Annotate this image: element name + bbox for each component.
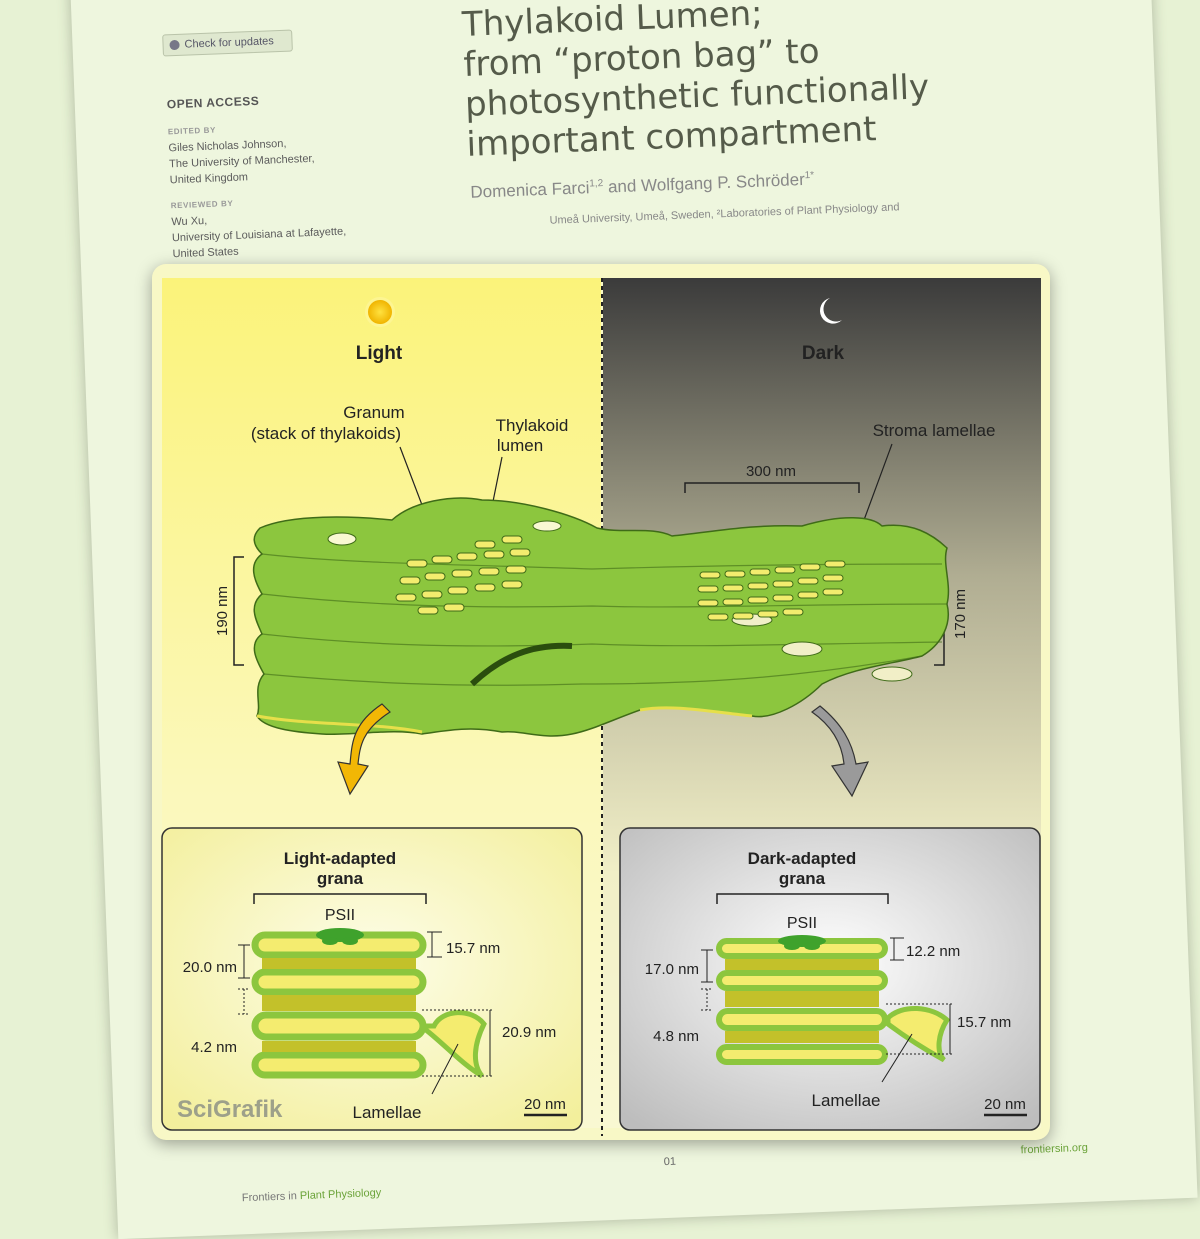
- stroma-label: Stroma lamellae: [873, 421, 996, 440]
- dark-lamellae-label: Lamellae: [812, 1091, 881, 1110]
- scigrafik-logo: SciGrafik: [177, 1096, 283, 1123]
- author-sup: 1*: [804, 169, 815, 182]
- dark-gap-label: 4.8 nm: [653, 1028, 699, 1045]
- dark-arrow: [810, 705, 870, 798]
- article-meta: OPEN ACCESS EDITED BY Giles Nicholas Joh…: [167, 90, 348, 263]
- dark-thylakoid-label: 12.2 nm: [906, 943, 960, 960]
- lumen-label: Thylakoid: [496, 416, 569, 435]
- light-panel-title: Light-adapted: [284, 849, 396, 868]
- page-number: 01: [663, 1155, 677, 1169]
- author-name: and Wolfgang P. Schröder: [602, 169, 806, 197]
- journal-name: Frontiers in Plant Physiology: [242, 1187, 382, 1204]
- dark-repeat-label: 17.0 nm: [645, 961, 699, 978]
- dark-width-label: 300 nm: [746, 463, 796, 480]
- figure-card: Light Dark Granum (stack of thylakoids) …: [152, 264, 1050, 1140]
- dark-scale-label: 20 nm: [984, 1096, 1026, 1113]
- psii-complex-light: [316, 928, 364, 945]
- granum-sublabel: (stack of thylakoids): [251, 424, 401, 443]
- light-thylakoid-label: 15.7 nm: [446, 940, 500, 957]
- update-icon: [169, 39, 180, 51]
- dark-title: Dark: [802, 343, 845, 364]
- light-arrow: [337, 703, 391, 796]
- light-height-label: 190 nm: [214, 586, 231, 636]
- light-swollen-label: 20.9 nm: [502, 1024, 556, 1041]
- figure-svg: Light Dark Granum (stack of thylakoids) …: [161, 278, 1041, 1136]
- dark-swollen-label: 15.7 nm: [957, 1014, 1011, 1031]
- lumen-sublabel: lumen: [497, 436, 543, 455]
- author-name: Domenica Farci: [470, 178, 590, 202]
- psii-complex-dark: [778, 935, 826, 950]
- light-adapted-panel: Light-adapted grana PSII 20.0 nm 15.7 nm…: [161, 827, 583, 1131]
- thylakoid-network: [252, 497, 950, 737]
- dark-panel-title: Dark-adapted: [748, 849, 857, 868]
- dark-width-bar: [684, 482, 860, 493]
- light-scale-label: 20 nm: [524, 1096, 566, 1113]
- dark-psii-label: PSII: [787, 915, 817, 932]
- light-gap-label: 4.2 nm: [191, 1039, 237, 1056]
- light-title: Light: [356, 343, 403, 364]
- author-sup: 1,2: [589, 178, 604, 190]
- check-for-updates-badge[interactable]: Check for updates: [162, 29, 293, 57]
- journal-prefix: Frontiers in: [241, 1190, 301, 1205]
- light-height-bar: [233, 556, 244, 666]
- article-title: Thylakoid Lumen; from “proton bag” to ph…: [461, 0, 931, 165]
- update-badge-label: Check for updates: [184, 35, 275, 51]
- light-lamellae-label: Lamellae: [353, 1103, 422, 1122]
- dark-panel-subtitle: grana: [779, 869, 826, 888]
- granum-label: Granum: [343, 403, 404, 422]
- affiliation-line: Umeå University, Umeå, Sweden, ²Laborato…: [549, 201, 900, 227]
- dark-height-label: 170 nm: [952, 589, 969, 639]
- light-repeat-label: 20.0 nm: [183, 959, 237, 976]
- open-access-label: OPEN ACCESS: [166, 93, 260, 112]
- authors: Domenica Farci1,2 and Wolfgang P. Schröd…: [470, 170, 815, 203]
- dark-adapted-panel: Dark-adapted grana PSII 17.0 nm 12.2 nm …: [619, 827, 1041, 1131]
- stroma-pointer: [863, 443, 893, 521]
- moon-icon: [819, 298, 842, 324]
- sun-icon: [365, 297, 395, 327]
- light-panel-subtitle: grana: [317, 869, 364, 888]
- light-psii-label: PSII: [325, 907, 355, 924]
- site-link[interactable]: frontiersin.org: [1020, 1141, 1089, 1157]
